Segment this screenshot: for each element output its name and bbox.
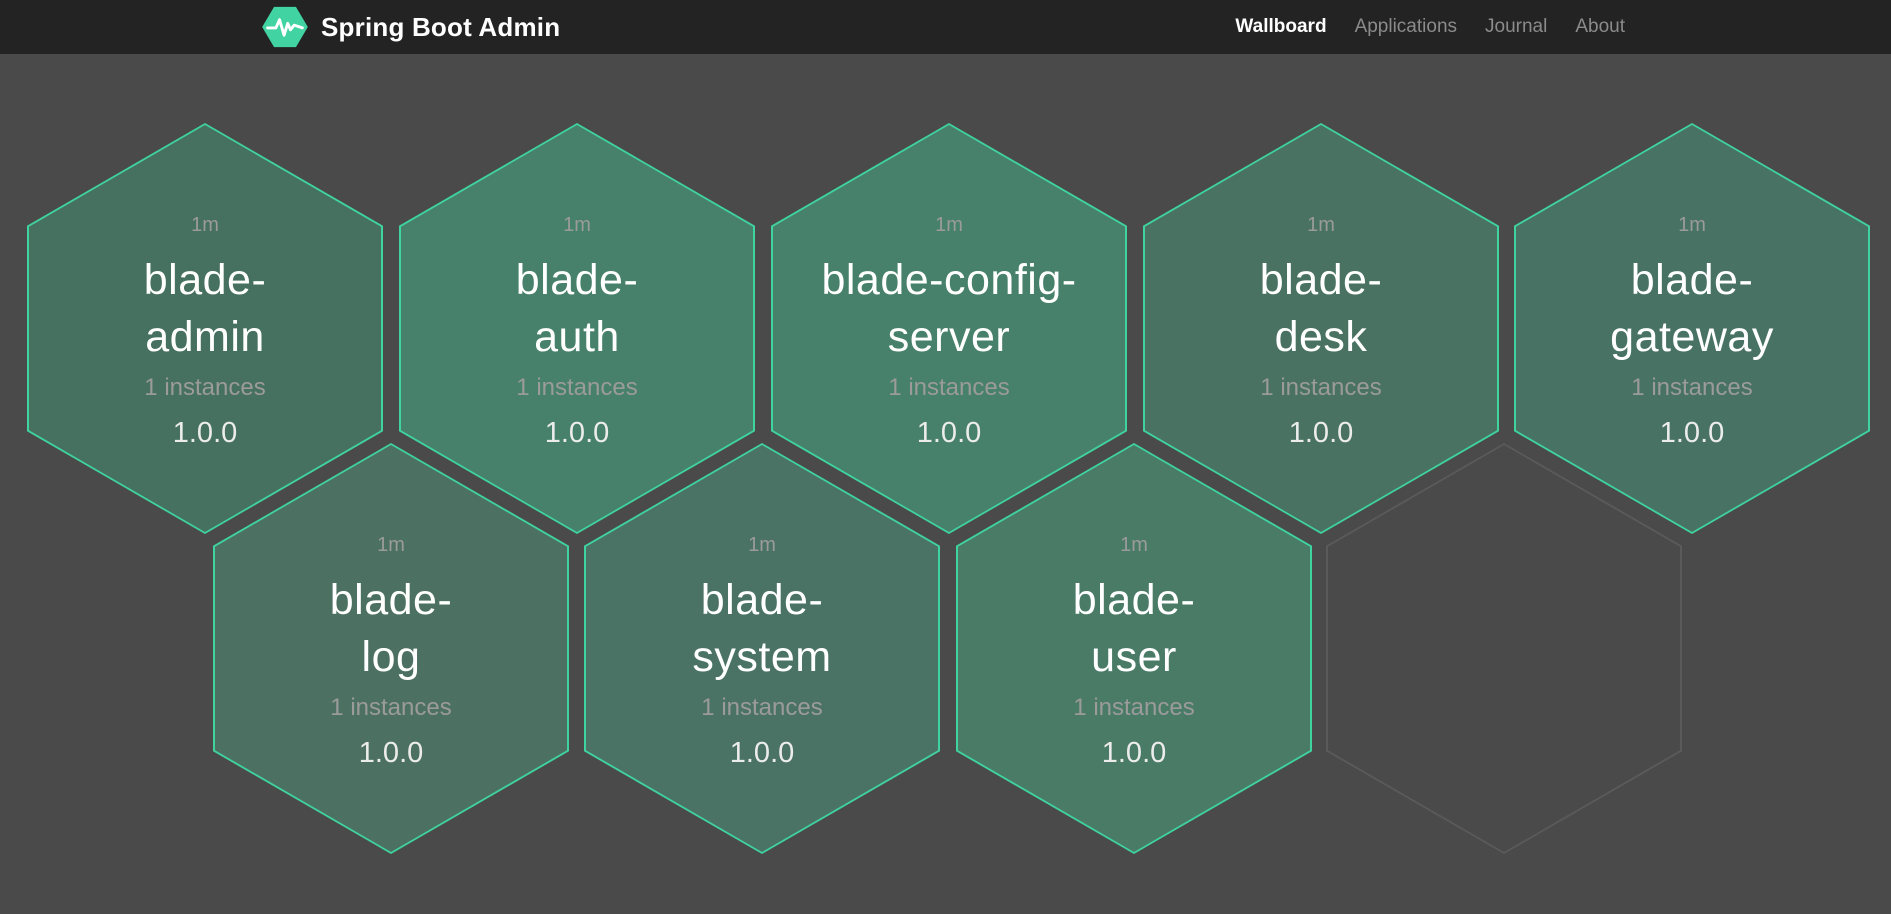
hexagon-time: 1m: [748, 534, 776, 556]
hexagon-empty-slot: [1326, 443, 1682, 854]
hexagon-instances-count: 1 instances: [516, 374, 638, 401]
hexagon-content: 1m blade-auth 1 instances 1.0.0: [401, 125, 753, 452]
hexagon-version: 1.0.0: [729, 737, 795, 769]
hexagon-content: 1m blade-system 1 instances 1.0.0: [586, 445, 938, 772]
pulse-hexagon-icon: [262, 6, 308, 48]
hexagon-version: 1.0.0: [1659, 417, 1725, 449]
hexagon-content: 1m blade-admin 1 instances 1.0.0: [29, 125, 381, 452]
hexagon-app-name: blade-config-server: [821, 256, 1077, 361]
hexagon-blade-log[interactable]: 1m blade-log 1 instances 1.0.0: [213, 443, 569, 854]
hexagon-body: 1m blade-admin 1 instances 1.0.0: [29, 125, 381, 532]
hexagon-instances-count: 1 instances: [144, 374, 266, 401]
hexagon-content: 1m blade-log 1 instances 1.0.0: [215, 445, 567, 772]
hexagon-time: 1m: [377, 534, 405, 556]
nav-item-about[interactable]: About: [1575, 16, 1625, 37]
hexagon-content: 1m blade-user 1 instances 1.0.0: [958, 445, 1310, 772]
hexagon-app-name: blade-system: [692, 576, 832, 681]
hexagon-time: 1m: [1678, 214, 1706, 236]
hexagon-instances-count: 1 instances: [330, 694, 452, 721]
nav-item-wallboard[interactable]: Wallboard: [1235, 16, 1327, 37]
hexagon-instances-count: 1 instances: [1260, 374, 1382, 401]
hexagon-app-name: blade-admin: [143, 256, 267, 361]
hexagon-blade-config-server[interactable]: 1m blade-config-server 1 instances 1.0.0: [771, 123, 1127, 534]
hexagon-body: 1m blade-config-server 1 instances 1.0.0: [773, 125, 1125, 532]
hexagon-blade-gateway[interactable]: 1m blade-gateway 1 instances 1.0.0: [1514, 123, 1870, 534]
hexagon-app-name: blade-user: [1072, 576, 1196, 681]
hexagon-instances-count: 1 instances: [888, 374, 1010, 401]
hexagon-app-name: blade-log: [329, 576, 453, 681]
hexagon-version: 1.0.0: [1101, 737, 1167, 769]
hexagon-time: 1m: [563, 214, 591, 236]
hexagon-empty-body: [1328, 445, 1680, 852]
hexagon-body: 1m blade-desk 1 instances 1.0.0: [1145, 125, 1497, 532]
hexagon-time: 1m: [1120, 534, 1148, 556]
hexagon-app-name: blade-desk: [1259, 256, 1383, 361]
nav-item-journal[interactable]: Journal: [1485, 16, 1548, 37]
hexagon-time: 1m: [1307, 214, 1335, 236]
header-bar: Spring Boot Admin Wallboard Applications J…: [0, 0, 1891, 54]
hexagon-content: 1m blade-config-server 1 instances 1.0.0: [773, 125, 1125, 452]
hexagon-blade-user[interactable]: 1m blade-user 1 instances 1.0.0: [956, 443, 1312, 854]
hexagon-time: 1m: [935, 214, 963, 236]
hexagon-version: 1.0.0: [916, 417, 982, 449]
hexagon-body: 1m blade-log 1 instances 1.0.0: [215, 445, 567, 852]
hexagon-content: 1m blade-gateway 1 instances 1.0.0: [1516, 125, 1868, 452]
hexagon-body: 1m blade-gateway 1 instances 1.0.0: [1516, 125, 1868, 532]
hexagon-app-name: blade-gateway: [1610, 256, 1774, 361]
hexagon-body: 1m blade-auth 1 instances 1.0.0: [401, 125, 753, 532]
hexagon-version: 1.0.0: [358, 737, 424, 769]
nav-item-applications[interactable]: Applications: [1354, 16, 1458, 37]
hexagon-blade-desk[interactable]: 1m blade-desk 1 instances 1.0.0: [1143, 123, 1499, 534]
hexagon-blade-auth[interactable]: 1m blade-auth 1 instances 1.0.0: [399, 123, 755, 534]
hexagon-instances-count: 1 instances: [701, 694, 823, 721]
hexagon-version: 1.0.0: [1288, 417, 1354, 449]
hexagon-app-name: blade-auth: [515, 256, 639, 361]
hexagon-time: 1m: [191, 214, 219, 236]
main-nav: Wallboard Applications Journal About: [1235, 16, 1625, 38]
hexagon-version: 1.0.0: [544, 417, 610, 449]
hexagon-blade-system[interactable]: 1m blade-system 1 instances 1.0.0: [584, 443, 940, 854]
hexagon-instances-count: 1 instances: [1631, 374, 1753, 401]
hexagon-blade-admin[interactable]: 1m blade-admin 1 instances 1.0.0: [27, 123, 383, 534]
hexagon-body: 1m blade-system 1 instances 1.0.0: [586, 445, 938, 852]
brand-title: Spring Boot Admin: [321, 11, 561, 42]
hexagon-instances-count: 1 instances: [1073, 694, 1195, 721]
hexagon-version: 1.0.0: [172, 417, 238, 449]
hexagon-content: 1m blade-desk 1 instances 1.0.0: [1145, 125, 1497, 452]
hexagon-body: 1m blade-user 1 instances 1.0.0: [958, 445, 1310, 852]
